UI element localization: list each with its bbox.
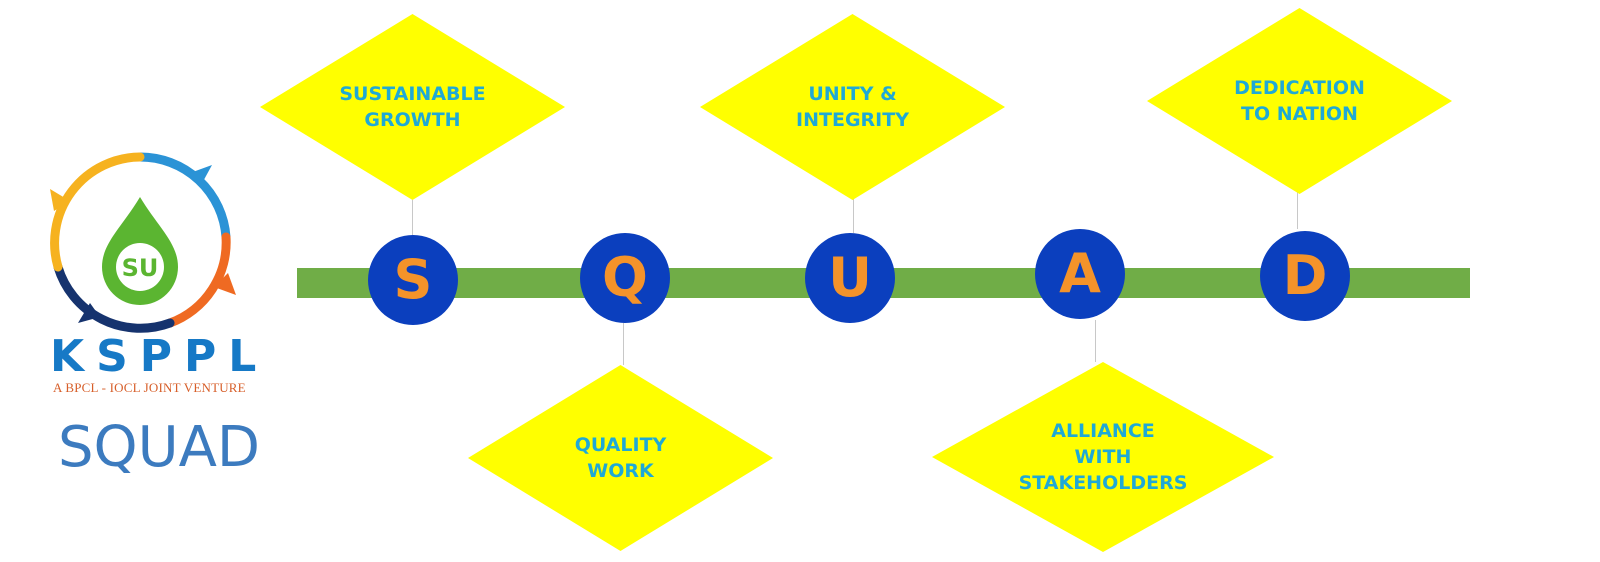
diamond-label: UNITY & INTEGRITY [796, 83, 909, 131]
connector-line [412, 200, 413, 235]
diamond-label: QUALITY WORK [574, 434, 667, 482]
brand-tagline: A BPCL - IOCL JOINT VENTURE [53, 380, 246, 395]
letter-circle-u: U [805, 233, 895, 323]
diamond-dedication-to-nation: DEDICATION TO NATION [1147, 8, 1452, 194]
letter-circle-d: D [1260, 231, 1350, 321]
page-title: SQUAD [58, 415, 261, 480]
connector-line [1095, 320, 1096, 362]
ksppl-logo: SU KSPPL A BPCL - IOCL JOINT VENTURE [40, 145, 256, 395]
letter-circle-s: S [368, 235, 458, 325]
letter-circle-a: A [1035, 229, 1125, 319]
diamond-label: DEDICATION TO NATION [1234, 77, 1365, 125]
logo-monogram: SU [122, 254, 159, 282]
letter-circle-q: Q [580, 233, 670, 323]
diamond-label: SUSTAINABLE GROWTH [339, 83, 486, 131]
connector-line [1297, 192, 1298, 229]
diamond-quality-work: QUALITY WORK [468, 365, 773, 551]
brand-name: KSPPL [50, 331, 269, 382]
diamond-alliance-with-stakeholders: ALLIANCE WITH STAKEHOLDERS [932, 362, 1274, 552]
diamond-unity-integrity: UNITY & INTEGRITY [700, 14, 1005, 200]
droplet-swirl-logo-icon: SU [50, 152, 236, 333]
diamond-label: ALLIANCE WITH STAKEHOLDERS [1018, 420, 1188, 494]
connector-line [853, 198, 854, 233]
diamond-sustainable-growth: SUSTAINABLE GROWTH [260, 14, 565, 200]
connector-line [623, 323, 624, 365]
